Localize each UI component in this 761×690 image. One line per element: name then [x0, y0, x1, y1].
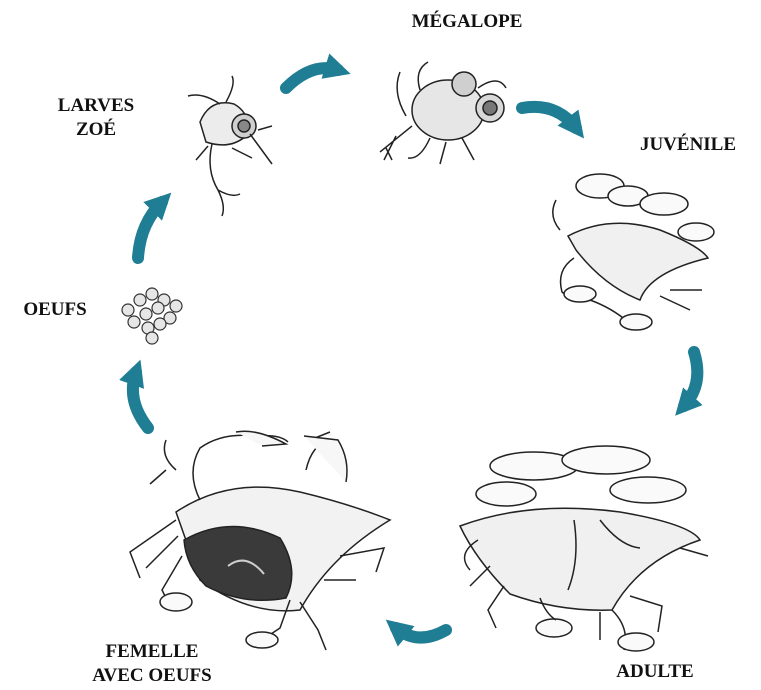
- label-larves-line2: ZOÉ: [36, 118, 156, 142]
- label-megalope-text: MÉGALOPE: [382, 10, 552, 34]
- label-megalope: MÉGALOPE: [382, 10, 552, 34]
- label-juvenile: JUVÉNILE: [618, 133, 758, 157]
- arrow-juvenile-to-adulte: [684, 352, 697, 406]
- egg-cluster-drawing: [122, 288, 182, 344]
- label-larves-line1: LARVES: [36, 94, 156, 118]
- label-femelle-line2: AVEC OEUFS: [52, 664, 252, 688]
- label-oeufs-text: OEUFS: [0, 298, 110, 322]
- label-femelle-line1: FEMELLE: [52, 640, 252, 664]
- label-juvenile-text: JUVÉNILE: [618, 133, 758, 157]
- arrow-zoe-to-megalope: [286, 68, 338, 88]
- adult-crab-drawing: [460, 446, 708, 651]
- juvenile-crab-drawing: [553, 174, 714, 330]
- label-femelle-avec-oeufs: FEMELLE AVEC OEUFS: [52, 640, 252, 688]
- female-crab-with-eggs-drawing: [130, 431, 390, 650]
- arrow-megalope-to-juvenile: [522, 107, 576, 128]
- label-oeufs: OEUFS: [0, 298, 110, 322]
- arrow-femelle-to-oeufs: [133, 372, 148, 428]
- label-larves-zoe: LARVES ZOÉ: [36, 94, 156, 142]
- arrow-adulte-to-femelle: [396, 628, 446, 638]
- label-adulte: ADULTE: [590, 660, 720, 684]
- arrow-oeufs-to-zoe: [138, 202, 162, 258]
- megalope-larva-drawing: [380, 62, 506, 164]
- label-adulte-text: ADULTE: [590, 660, 720, 684]
- zoea-larva-drawing: [188, 76, 272, 216]
